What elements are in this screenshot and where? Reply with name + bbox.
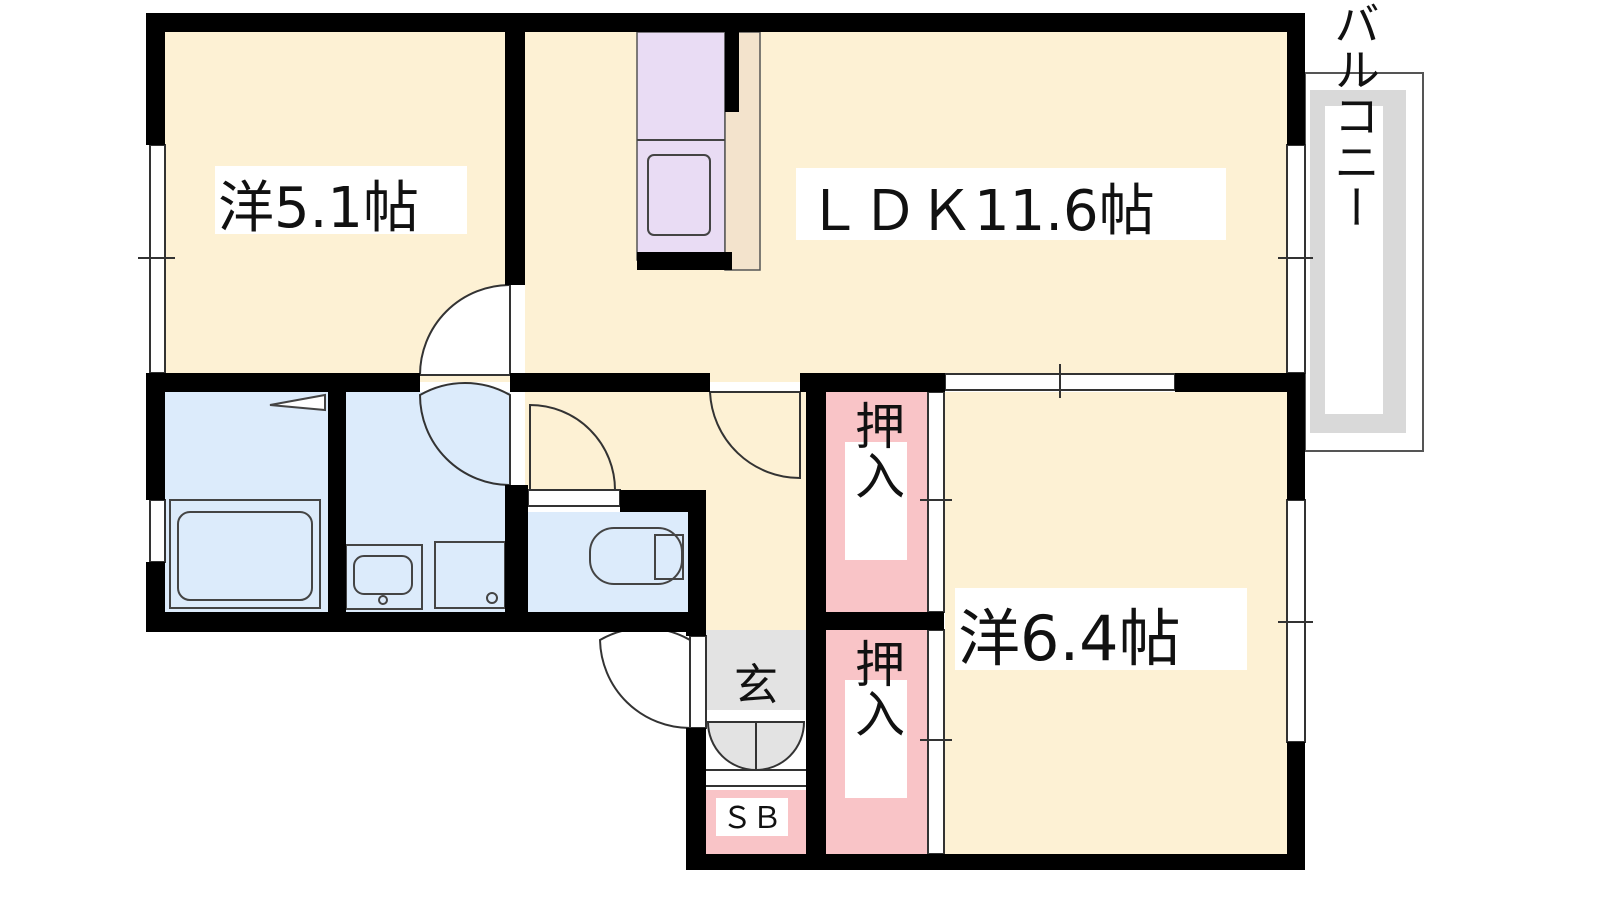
balcony-label: バルコニー [1327, 0, 1381, 230]
kitchen-counter [636, 31, 726, 261]
door-toilet [529, 403, 617, 491]
western-room-1-label: 洋5.1帖 [218, 176, 419, 241]
closet-upper-label: 押入 [847, 400, 905, 500]
door-front [598, 626, 691, 730]
labels: 洋5.1帖 ＬＤＫ11.6帖 洋6.4帖 押入 押入 バルコニー 玄 ＳＢ [215, 0, 1381, 836]
closet-sliding-lower [927, 629, 945, 855]
hallway-floor-lower [706, 500, 810, 630]
sink [647, 154, 711, 236]
balcony [1304, 72, 1424, 452]
door-shoe-box-left [706, 721, 757, 772]
door-swings [418, 283, 806, 787]
shoe-box-label: ＳＢ [722, 801, 782, 836]
closet-sliding-upper [927, 391, 945, 613]
bathroom-vent [269, 393, 326, 412]
door-western-room-1 [418, 283, 511, 376]
entrance-label: 玄 [734, 660, 778, 711]
walls [146, 13, 1305, 870]
window-bathroom [149, 499, 166, 563]
door-ldk [708, 391, 801, 480]
closet-lower-label: 押入 [847, 638, 905, 738]
fixtures [169, 139, 725, 610]
door-washroom [418, 381, 511, 487]
door-shoe-box-right [755, 721, 806, 772]
bathtub [169, 499, 321, 609]
western-room-2-label: 洋6.4帖 [958, 602, 1181, 675]
toilet-floor [528, 512, 688, 612]
ldk-label: ＬＤＫ11.6帖 [806, 179, 1155, 244]
entrance-floor [706, 630, 806, 710]
